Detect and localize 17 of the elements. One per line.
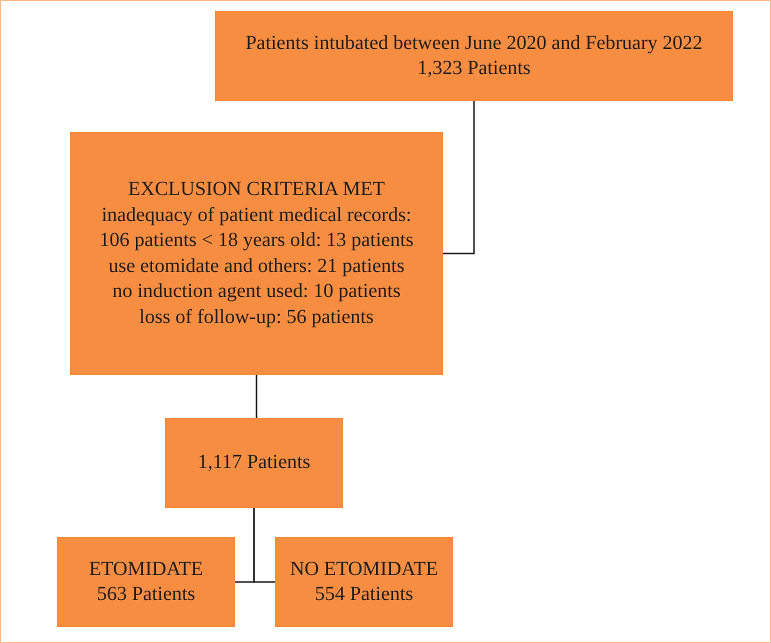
process-box xyxy=(275,537,453,627)
connector-line xyxy=(256,375,258,418)
process-box xyxy=(57,537,235,627)
box-detail: 563 Patients xyxy=(96,582,196,607)
box-detail: 1,323 Patients xyxy=(417,56,531,81)
box-title: Patients intubated between June 2020 and February 2022 xyxy=(245,30,703,56)
connector-line xyxy=(443,101,475,254)
box-title: NO ETOMIDATE xyxy=(290,556,438,582)
box-title: 1,117 Patients xyxy=(198,450,310,476)
process-box xyxy=(165,418,343,508)
box-detail: 554 Patients xyxy=(314,582,414,607)
box-detail: inadequacy of patient medical records: 106 patients < 18 years old: 13 patients use etomidate and others: 21 patients no induction agent used: 10 patients loss of follow-up: 56 patients xyxy=(98,202,414,330)
box-title: ETOMIDATE xyxy=(88,556,204,582)
process-box xyxy=(70,132,443,375)
process-box xyxy=(215,11,733,101)
connector-line xyxy=(253,508,275,583)
box-title: EXCLUSION CRITERIA MET xyxy=(128,177,385,202)
